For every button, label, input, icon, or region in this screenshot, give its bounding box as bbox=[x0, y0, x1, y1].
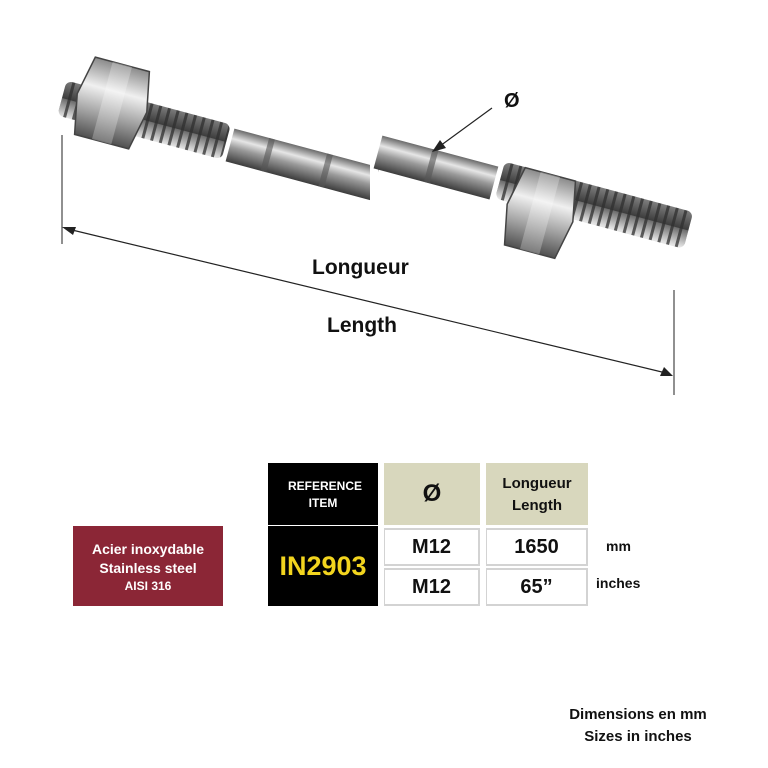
diameter-header: Ø bbox=[384, 463, 480, 525]
diameter-leader-line bbox=[439, 107, 493, 147]
arrowhead-right bbox=[660, 367, 673, 376]
sizes-note: Sizes in inches bbox=[584, 728, 692, 745]
length-label-fr: Longueur bbox=[312, 256, 409, 279]
reference-header: REFERENCE ITEM bbox=[268, 463, 378, 525]
length-label-en: Length bbox=[327, 314, 397, 337]
right-smooth-shaft bbox=[373, 135, 499, 200]
right-hex-nut bbox=[503, 166, 577, 260]
dimensions-note: Dimensions en mm bbox=[569, 706, 707, 723]
length-cell-inches: 65” bbox=[486, 568, 588, 606]
left-hex-nut bbox=[73, 56, 151, 150]
length-header-en: Length bbox=[512, 497, 562, 514]
diameter-label: Ø bbox=[504, 90, 520, 112]
unit-label-mm: mm bbox=[606, 538, 631, 554]
length-header-fr: Longueur bbox=[502, 475, 572, 492]
left-smooth-shaft bbox=[225, 128, 380, 201]
diameter-arrowhead bbox=[432, 140, 446, 152]
material-line-en: Stainless steel bbox=[99, 560, 197, 576]
material-line-fr: Acier inoxydable bbox=[91, 541, 205, 557]
length-cell-mm: 1650 bbox=[486, 528, 588, 566]
threaded-rod-drawing bbox=[58, 56, 692, 395]
arrowhead-left bbox=[62, 227, 76, 235]
material-badge: Acier inoxydable Stainless steel AISI 31… bbox=[73, 526, 223, 606]
reference-value: IN2903 bbox=[268, 526, 378, 606]
diameter-cell-mm: M12 bbox=[384, 528, 480, 566]
unit-label-inches: inches bbox=[596, 575, 641, 591]
length-dimension-line bbox=[67, 228, 667, 374]
reference-header-text: REFERENCE ITEM bbox=[288, 479, 363, 510]
diameter-cell-inches: M12 bbox=[384, 568, 480, 606]
material-grade: AISI 316 bbox=[124, 579, 172, 593]
length-header: Longueur Length bbox=[486, 463, 588, 525]
